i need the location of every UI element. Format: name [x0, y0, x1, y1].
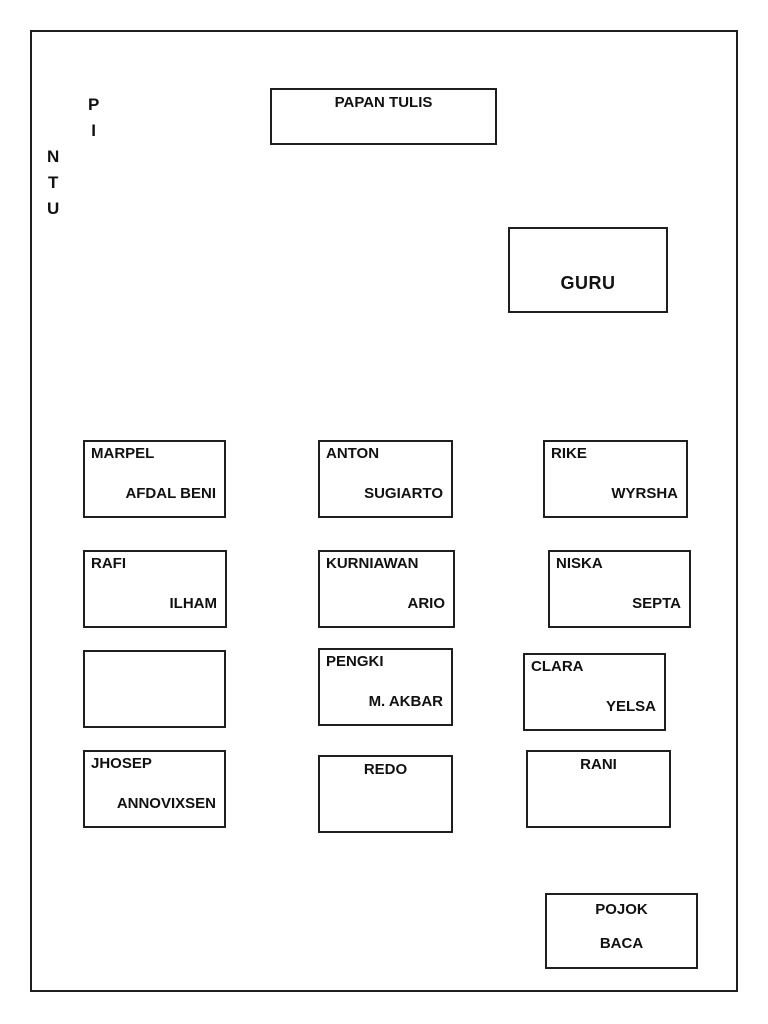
desk-name-secondary: ILHAM [169, 595, 218, 612]
desk-jhosep: JHOSEP ANNOVIXSEN [83, 750, 226, 828]
desk-anton: ANTON SUGIARTO [318, 440, 453, 518]
desk-name-secondary: ARIO [407, 595, 446, 612]
desk-empty [83, 650, 226, 728]
desk-clara: CLARA YELSA [523, 653, 666, 731]
desk-niska: NISKA SEPTA [548, 550, 691, 628]
desk-name-secondary: YELSA [605, 698, 656, 715]
reading-corner-box: POJOK BACA [545, 893, 698, 969]
desk-name-secondary: SUGIARTO [364, 485, 443, 502]
door-label-pi: P I [88, 95, 100, 140]
desk-name-primary: RIKE [551, 445, 587, 462]
door-label-ntu: N T U [47, 147, 60, 218]
desk-name-secondary: M. AKBAR [368, 693, 443, 710]
desk-rafi: RAFI ILHAM [83, 550, 227, 628]
desk-name-primary: NISKA [556, 555, 603, 572]
desk-name-primary: RAFI [91, 555, 126, 572]
whiteboard-box: PAPAN TULIS [270, 88, 497, 145]
teacher-desk-box: GURU [508, 227, 668, 313]
desk-name-primary: JHOSEP [91, 755, 152, 772]
desk-name-primary: RANI [580, 756, 617, 773]
desk-redo: REDO [318, 755, 453, 833]
desk-pengki: PENGKI M. AKBAR [318, 648, 453, 726]
whiteboard-label: PAPAN TULIS [334, 94, 433, 111]
reading-corner-label-line1: POJOK [595, 901, 648, 918]
desk-name-primary: MARPEL [91, 445, 155, 462]
desk-name-primary: PENGKI [326, 653, 384, 670]
desk-rike: RIKE WYRSHA [543, 440, 688, 518]
reading-corner-label-line2: BACA [599, 935, 644, 952]
desk-marpel: MARPEL AFDAL BENI [83, 440, 226, 518]
desk-name-primary: KURNIAWAN [326, 555, 419, 572]
desk-name-primary: REDO [363, 761, 408, 778]
desk-name-secondary: WYRSHA [611, 485, 678, 502]
desk-name-secondary: AFDAL BENI [125, 485, 216, 502]
desk-rani: RANI [526, 750, 671, 828]
desk-name-primary: ANTON [326, 445, 380, 462]
teacher-desk-label: GURU [560, 273, 616, 293]
desk-name-secondary: SEPTA [632, 595, 681, 612]
desk-kurniawan: KURNIAWAN ARIO [318, 550, 455, 628]
desk-name-secondary: ANNOVIXSEN [116, 795, 216, 812]
desk-name-primary: CLARA [531, 658, 584, 675]
